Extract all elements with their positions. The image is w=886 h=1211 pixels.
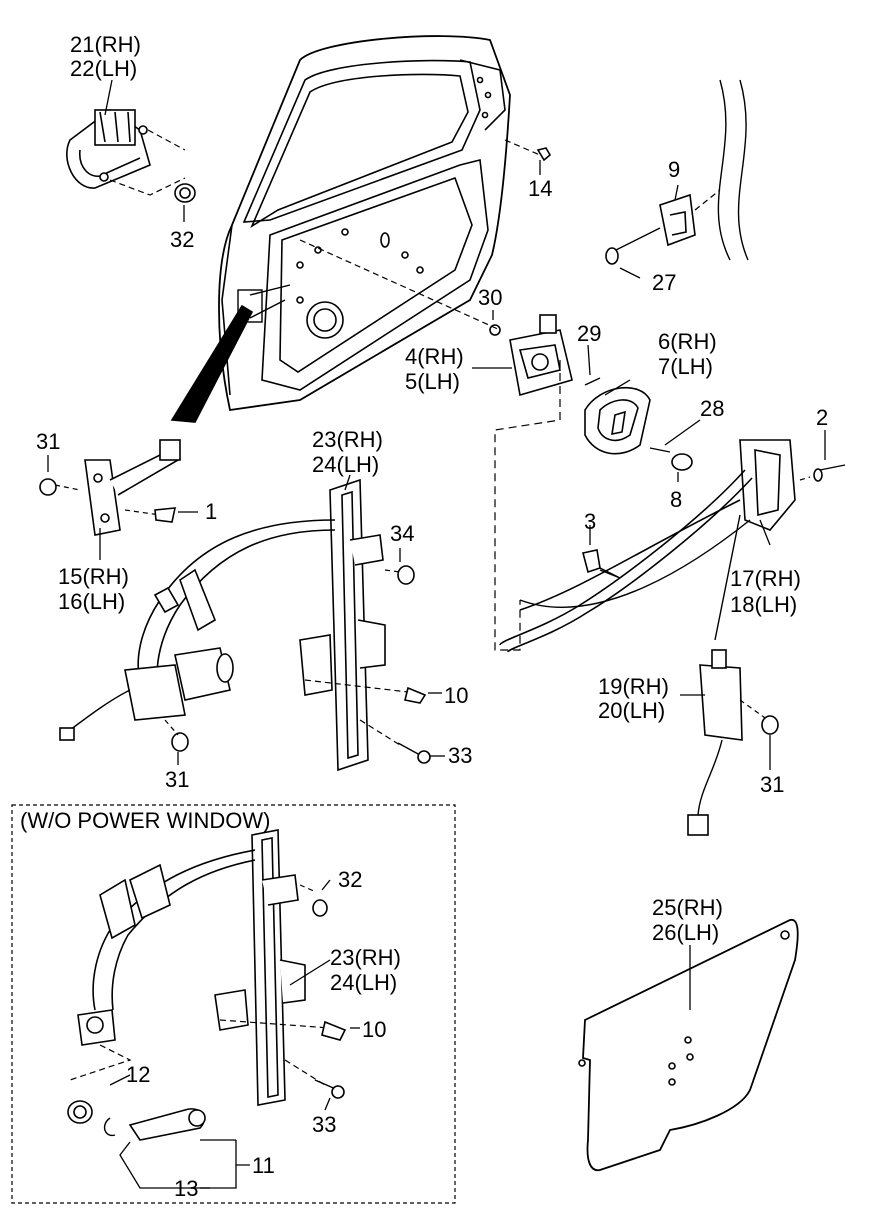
label-part-24-inset: 24(LH) <box>330 970 398 995</box>
label-part-8: 8 <box>670 487 683 512</box>
label-part-23-inset: 23(RH) <box>330 945 401 970</box>
label-part-1: 1 <box>205 499 218 524</box>
striker <box>605 79 749 265</box>
lock-switch <box>687 649 779 836</box>
door-check <box>39 439 181 536</box>
label-part-10-top: 10 <box>444 683 469 708</box>
label-part-22: 22(LH) <box>70 56 138 81</box>
label-part-10-inset: 10 <box>362 1017 387 1042</box>
label-part-14: 14 <box>528 176 553 201</box>
label-part-20: 20(LH) <box>598 698 666 723</box>
outside-handle <box>66 109 196 203</box>
label-part-33-inset: 33 <box>312 1112 337 1137</box>
door-latch <box>299 239 601 397</box>
label-part-32-inset: 32 <box>338 867 363 892</box>
inside-handle <box>584 386 693 471</box>
door-shell <box>218 35 511 412</box>
label-part-23-top: 23(RH) <box>312 427 383 452</box>
label-part-24-top: 24(LH) <box>312 452 380 477</box>
label-part-29: 29 <box>577 321 602 346</box>
label-part-11: 11 <box>252 1153 275 1178</box>
label-part-7: 7(LH) <box>658 354 714 379</box>
label-part-12: 12 <box>126 1062 151 1087</box>
label-part-9: 9 <box>668 157 681 182</box>
label-part-13: 13 <box>174 1176 199 1201</box>
inset-title: (W/O POWER WINDOW) <box>20 808 271 833</box>
label-part-31-right: 31 <box>760 772 785 797</box>
label-part-2: 2 <box>816 405 829 430</box>
label-part-31-bottom: 31 <box>165 767 190 792</box>
arrow-callout <box>170 304 254 423</box>
lock-actuator <box>499 439 846 653</box>
label-part-34: 34 <box>390 521 415 546</box>
label-part-3: 3 <box>584 509 597 534</box>
label-part-27: 27 <box>652 270 677 295</box>
label-part-16: 16(LH) <box>58 589 126 614</box>
leader-lines <box>47 79 826 1189</box>
label-part-18: 18(LH) <box>730 592 798 617</box>
label-part-30: 30 <box>478 285 503 310</box>
clip-14 <box>504 139 552 162</box>
label-part-28: 28 <box>700 396 725 421</box>
label-part-26: 26(LH) <box>652 920 720 945</box>
cable-dashed-path <box>494 360 561 651</box>
label-part-17: 17(RH) <box>730 566 801 591</box>
door-trim-panel <box>578 919 799 1172</box>
label-part-32-top: 32 <box>170 227 195 252</box>
label-part-19: 19(RH) <box>598 674 669 699</box>
manual-regulator <box>67 829 347 1141</box>
label-part-33-top: 33 <box>448 743 473 768</box>
label-part-6: 6(RH) <box>658 329 717 354</box>
label-part-25: 25(RH) <box>652 895 723 920</box>
power-regulator <box>59 478 431 772</box>
label-part-31-left: 31 <box>36 429 61 454</box>
label-part-4: 4(RH) <box>405 344 464 369</box>
label-part-5: 5(LH) <box>405 369 461 394</box>
label-part-15: 15(RH) <box>58 564 129 589</box>
label-part-21: 21(RH) <box>70 32 141 57</box>
